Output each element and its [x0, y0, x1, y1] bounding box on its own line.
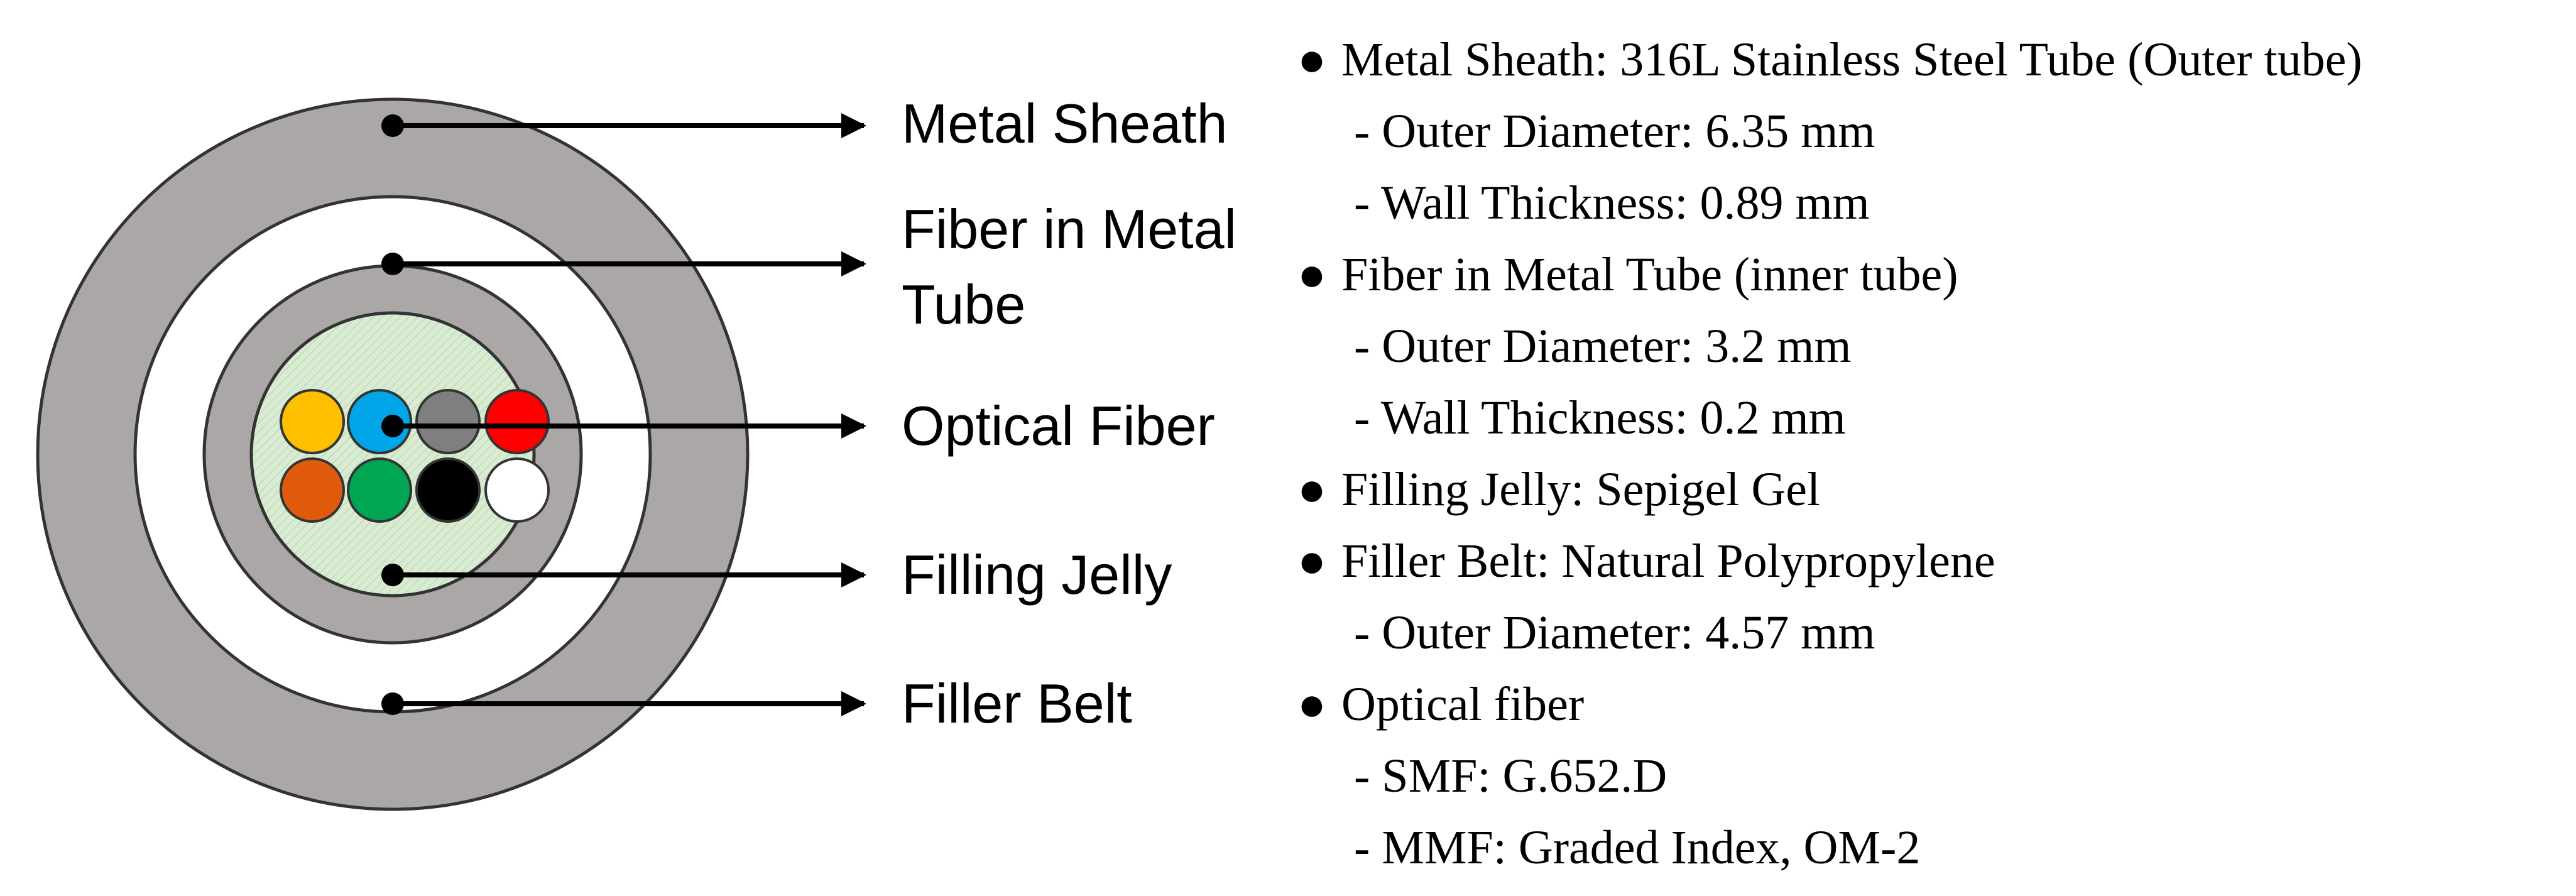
spec-item: - Outer Diameter: 3.2 mm [1354, 320, 1851, 373]
spec-bullet: ● [1297, 535, 1326, 587]
spec-heading: Filler Belt: Natural Polypropylene [1341, 535, 1995, 587]
optical-fiber-group [280, 389, 550, 523]
spec-detail: - SMF: G.652.D [1354, 750, 1667, 802]
component-labels: Metal Sheath Fiber in Metal Tube Optical… [902, 92, 1236, 735]
spec-bullet: ● [1297, 248, 1326, 301]
cable-drawing [36, 97, 750, 811]
spec-detail: - Wall Thickness: 0.2 mm [1354, 391, 1846, 444]
metal-sheath-pointer [381, 113, 866, 138]
spec-bullet: ● [1297, 463, 1326, 516]
spec-heading: Optical fiber [1341, 678, 1584, 731]
spec-bullet: ● [1297, 33, 1326, 86]
pointer-arrows [381, 113, 866, 716]
spec-heading: Fiber in Metal Tube (inner tube) [1341, 248, 1958, 301]
spec-heading: Filling Jelly: Sepigel Gel [1341, 463, 1820, 516]
filler-belt-pointer [381, 691, 866, 716]
spec-detail: - MMF: Graded Index, OM-2 [1354, 821, 1920, 874]
white-fiber [484, 457, 550, 523]
spec-item: ● Filler Belt: Natural Polypropylene [1297, 535, 1995, 587]
yellow-fiber [280, 389, 345, 454]
fiber-in-metal-tube-pointer [381, 251, 866, 276]
optical-fiber-pointer [381, 413, 866, 439]
spec-item: - Wall Thickness: 0.2 mm [1354, 391, 1846, 444]
label-fiber-in-metal-tube-line2: Tube [902, 273, 1025, 336]
spec-item: - Outer Diameter: 6.35 mm [1354, 105, 1875, 158]
spec-item: - Outer Diameter: 4.57 mm [1354, 606, 1875, 659]
spec-item: - SMF: G.652.D [1354, 750, 1667, 802]
label-fiber-in-metal-tube-line1: Fiber in Metal [902, 198, 1236, 260]
spec-detail: - Wall Thickness: 0.89 mm [1354, 177, 1870, 229]
spec-item: ● Metal Sheath: 316L Stainless Steel Tube… [1297, 33, 2362, 86]
spec-item: ● Fiber in Metal Tube (inner tube) [1297, 248, 1958, 301]
label-filling-jelly: Filling Jelly [902, 544, 1172, 606]
label-optical-fiber: Optical Fiber [902, 395, 1215, 457]
spec-heading: Metal Sheath: 316L Stainless Steel Tube … [1341, 33, 2362, 86]
orange-fiber [280, 457, 345, 523]
spec-item: - Wall Thickness: 0.89 mm [1354, 177, 1870, 229]
spec-detail: - Outer Diameter: 3.2 mm [1354, 320, 1851, 373]
spec-item: - MMF: Graded Index, OM-2 [1354, 821, 1920, 874]
spec-item: ● Filling Jelly: Sepigel Gel [1297, 463, 1820, 516]
label-metal-sheath: Metal Sheath [902, 92, 1228, 155]
green-fiber [347, 457, 412, 523]
spec-detail: - Outer Diameter: 6.35 mm [1354, 105, 1875, 158]
specification-list: ● Metal Sheath: 316L Stainless Steel Tube… [1297, 33, 2362, 874]
gray-fiber [415, 389, 481, 454]
blue-fiber [347, 389, 412, 454]
spec-detail: - Outer Diameter: 4.57 mm [1354, 606, 1875, 659]
black-fiber [415, 457, 481, 523]
spec-item: ● Optical fiber [1297, 678, 1584, 731]
red-fiber [484, 389, 550, 454]
spec-bullet: ● [1297, 678, 1326, 731]
label-filler-belt: Filler Belt [902, 672, 1132, 735]
filling-jelly-pointer [381, 562, 866, 587]
filling-jelly-area [249, 311, 536, 598]
